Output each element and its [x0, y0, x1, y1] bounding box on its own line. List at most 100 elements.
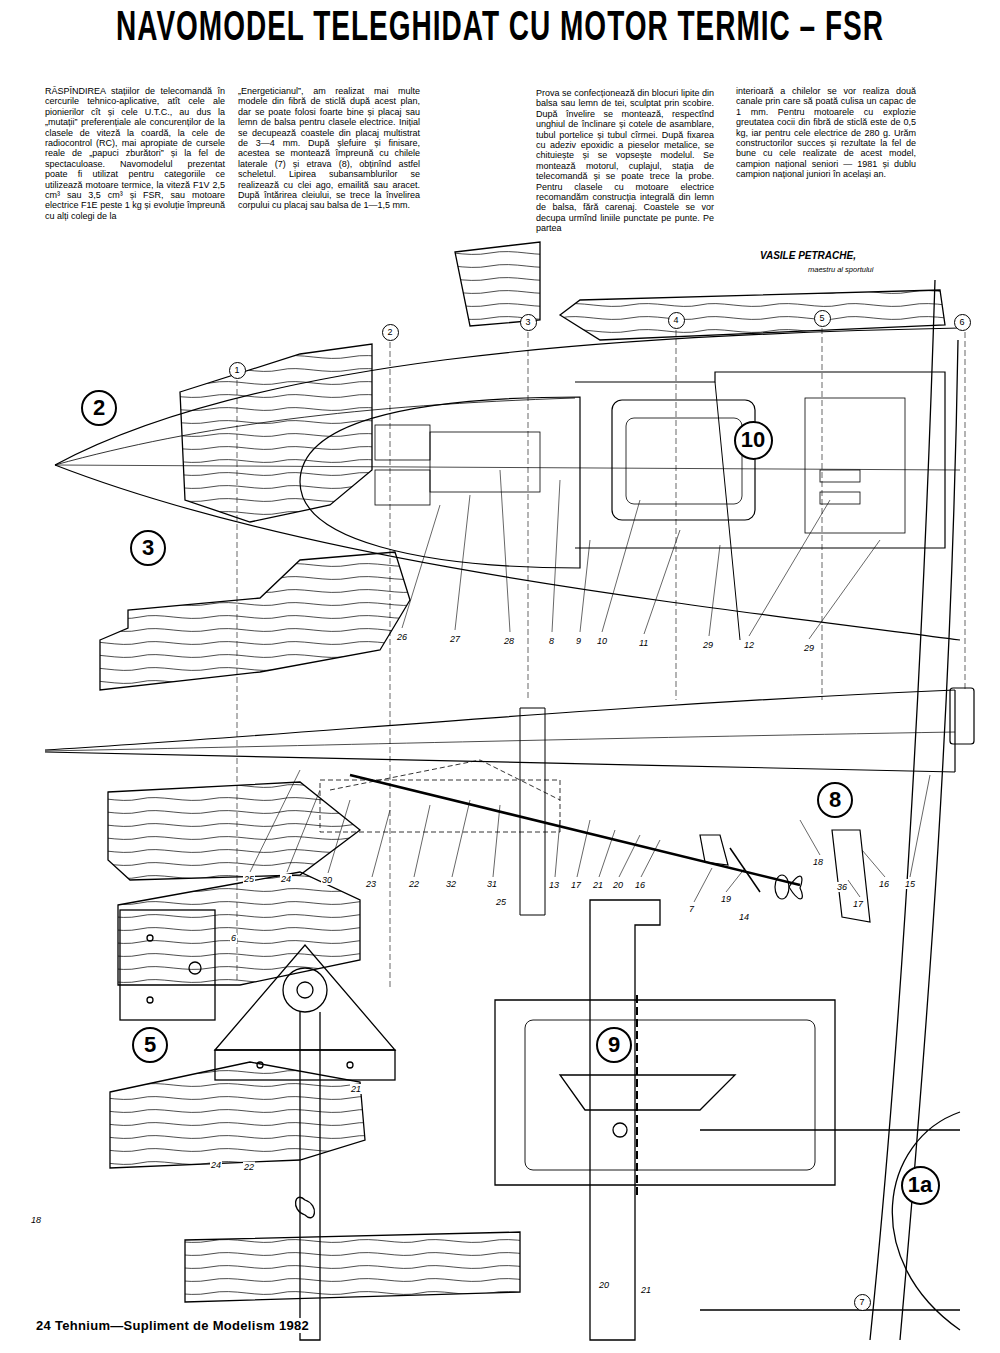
drawing-circle — [283, 968, 327, 1012]
drawing-g — [250, 770, 930, 902]
callout-number: 18 — [30, 1215, 42, 1225]
parts-view — [120, 280, 960, 1340]
part-circle: 4 — [668, 312, 685, 329]
page-title: NAVOMODEL TELEGHIDAT CU MOTOR TERMIC – F… — [0, 4, 1000, 47]
drawing-path — [590, 900, 660, 1340]
drawing-path — [495, 1000, 835, 1185]
drawing-line — [402, 505, 440, 628]
part-number: 1a — [908, 1174, 932, 1196]
drawing-rect — [612, 400, 755, 520]
drawing-line — [250, 770, 300, 872]
callout-number: 15 — [904, 879, 916, 889]
drawing-path — [100, 552, 410, 690]
part-circle: 2 — [81, 390, 117, 426]
callout-number: 24 — [280, 874, 292, 884]
author-name: VASILE PETRACHE, — [760, 250, 856, 261]
body-text: interioară a chilelor se vor realiza dou… — [736, 86, 916, 180]
body-text: Prova se confecționează din blocuri lipi… — [536, 88, 714, 234]
drawing-path — [700, 1112, 960, 1330]
drawing-rect — [525, 1020, 815, 1170]
drawing-circle — [347, 1062, 353, 1068]
drawing-line — [800, 820, 820, 855]
drawing-path — [954, 690, 955, 772]
part-circle: 9 — [596, 1027, 632, 1063]
drawing-line — [676, 330, 677, 700]
part-number: 3 — [525, 318, 530, 327]
callout-number: 26 — [396, 632, 408, 642]
callout-number: 23 — [365, 879, 377, 889]
drawing-path — [55, 465, 960, 470]
drawing-line — [287, 790, 320, 872]
drawing-path — [900, 340, 958, 1340]
drawing-rect — [320, 780, 560, 832]
part-number: 6 — [959, 318, 964, 327]
callout-number: 17 — [570, 880, 582, 890]
drawing-line — [552, 480, 560, 632]
page-footer: 24 Tehnium—Supliment de Modelism 1982 — [36, 1318, 309, 1333]
part-number: 10 — [741, 429, 765, 451]
drawing-rect — [375, 470, 430, 505]
drawing-line — [641, 840, 660, 877]
callout-number: 21 — [350, 1084, 362, 1094]
callout-number: 14 — [738, 912, 750, 922]
drawing-line — [965, 332, 966, 690]
part-circle: 3 — [130, 530, 166, 566]
drawing-line — [328, 800, 350, 873]
drawing-line — [493, 805, 500, 877]
plan-view — [55, 242, 965, 1302]
callout-number: 18 — [812, 857, 824, 867]
drawing-rect — [950, 688, 974, 744]
drawing-line — [694, 868, 712, 902]
part-number: 1 — [234, 366, 239, 375]
drawing-path — [700, 835, 728, 865]
drawing-path — [118, 872, 360, 985]
drawing-circle — [613, 1123, 627, 1137]
callout-number: 11 — [638, 638, 649, 648]
drawing-path — [55, 398, 575, 465]
drawing-path — [560, 290, 945, 340]
part-number: 8 — [829, 789, 841, 811]
drawing-line — [455, 495, 470, 630]
drawing-line — [452, 800, 470, 877]
callout-number: 17 — [852, 899, 864, 909]
drawing-line — [619, 835, 640, 877]
part-circle: 3 — [520, 314, 537, 331]
callout-number: 29 — [702, 640, 714, 650]
callout-number: 20 — [612, 880, 624, 890]
drawing-ellipse — [775, 875, 789, 899]
part-number: 5 — [144, 1034, 156, 1056]
part-circle: 10 — [734, 421, 773, 460]
drawing-path — [520, 708, 545, 915]
part-number: 7 — [859, 1298, 864, 1307]
part-circle: 7 — [854, 1294, 871, 1311]
part-circle: 1a — [901, 1166, 940, 1205]
callout-number: 21 — [640, 1285, 652, 1295]
drawing-rect — [820, 492, 860, 504]
drawing-rect — [805, 398, 905, 533]
part-number: 2 — [387, 328, 392, 337]
drawing-path — [45, 690, 955, 750]
drawing-line — [862, 850, 885, 877]
callout-number: 16 — [878, 879, 890, 889]
drawing-rect — [215, 1050, 395, 1080]
drawing-path — [330, 760, 560, 800]
part-number: 2 — [93, 397, 105, 419]
drawing-line — [372, 810, 390, 877]
callout-number: 16 — [634, 880, 646, 890]
drawing-rect — [430, 432, 540, 492]
callout-number: 27 — [449, 634, 461, 644]
callout-number: 20 — [598, 1280, 610, 1290]
drawing-g — [237, 328, 965, 990]
drawing-circle — [147, 935, 153, 941]
drawing-path — [55, 465, 960, 640]
drawing-line — [414, 805, 430, 877]
drawing-line — [726, 868, 745, 892]
drawing-path — [185, 1232, 520, 1302]
drawing-path — [730, 848, 760, 892]
callout-number: 22 — [408, 879, 420, 889]
part-circle: 1 — [229, 362, 246, 379]
drawing-line — [636, 995, 638, 1195]
drawing-line — [749, 500, 830, 636]
drawing-path — [715, 382, 740, 640]
drawing-line — [580, 540, 590, 632]
